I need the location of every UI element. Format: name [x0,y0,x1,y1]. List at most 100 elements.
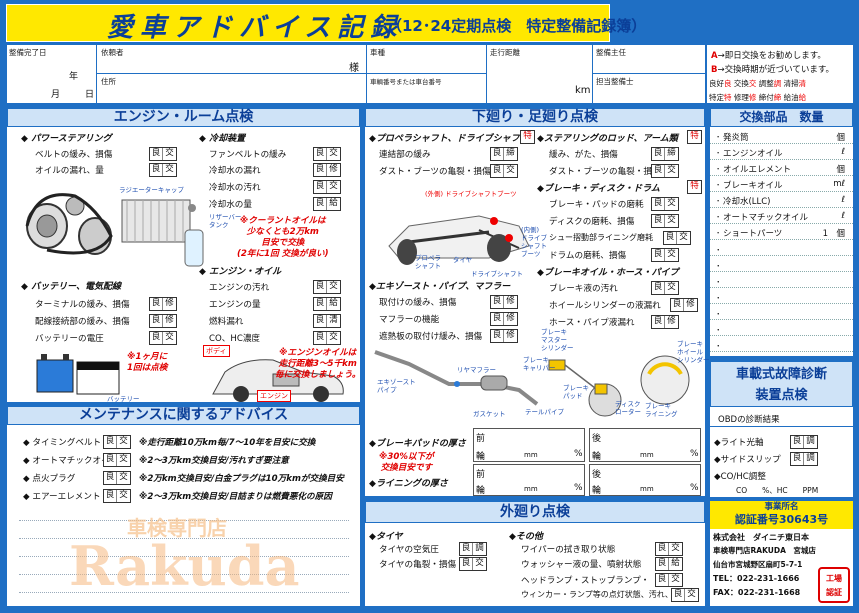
obd-result-row[interactable]: OBDの診断結果 [710,409,853,427]
date-cell[interactable]: 整備完了日 年 月 日 [7,45,97,103]
parts-row[interactable]: ･ [710,241,853,256]
st-item-2-box[interactable]: 良交 [651,164,679,178]
maint-row-3-box[interactable]: 良交 [103,471,131,485]
tech-cell[interactable]: 担当整備士 [593,74,707,103]
pad-rear-field[interactable]: 後 輪 mm % [589,428,701,462]
plate-cell[interactable]: 車輌番号または車台番号 [367,74,487,103]
part-unit: mℓ [833,179,845,189]
legend-a-mark: A [711,51,718,61]
parts-row[interactable]: ･ [710,337,853,352]
lining-front-field[interactable]: 前 輪 mm % [473,464,585,496]
obd-row-1-box[interactable]: 良調 [790,435,818,449]
obd-row-2-box[interactable]: 良調 [790,452,818,466]
memo-line[interactable] [19,556,349,557]
tire-item-1-box[interactable]: 良調 [459,542,487,556]
brake-item-3-box[interactable]: 良交 [663,231,691,245]
ex-item-3-box[interactable]: 良修 [490,329,518,343]
brake-special-box[interactable]: 特 [687,180,702,194]
ex-item-1-box[interactable]: 良修 [490,295,518,309]
st-special-box[interactable]: 特 [687,130,702,144]
bat-item-1-box[interactable]: 良修 [149,297,177,311]
parts-row[interactable]: ･ オイルエレメント個 [710,161,853,176]
vehicle-cell[interactable]: 車種 [367,45,487,74]
tire-item-2-box[interactable]: 良交 [459,557,487,571]
bo-title-text: ブレーキオイル・ホース・パイプ [543,268,679,278]
ex-item-2: マフラーの機能 [379,315,440,325]
parts-row[interactable]: ･ [710,305,853,320]
ps-item-2-box[interactable]: 良交 [149,163,177,177]
bat-item-2-box[interactable]: 良修 [149,314,177,328]
legend-code: 調 [773,79,782,88]
parts-row[interactable]: ･ [710,257,853,272]
cool-item-4-box[interactable]: 良給 [313,197,341,211]
memo-line[interactable] [19,538,349,539]
parts-row[interactable]: ･ 冷却水(LLC)ℓ [710,193,853,208]
wheel-label: 輪 [476,452,486,462]
tire-label: タイヤ [453,256,473,264]
prop-item-2-box[interactable]: 良交 [490,164,518,178]
legend-b-mark: B [711,65,718,75]
maint-row-1-box[interactable]: 良交 [103,435,131,449]
chief-cell[interactable]: 整備主任 [593,45,707,74]
memo-line[interactable] [19,592,349,593]
other-item-3: ヘッドランプ・ストップランプ・ [521,576,650,586]
memo-line[interactable] [19,520,349,521]
maint-row-3-note: ※2万km交換目安/白金プラグは10万kmが交換目安 [139,474,344,484]
memo-line[interactable] [19,574,349,575]
other-item-4-box[interactable]: 良交 [671,588,699,602]
bo-item-3-box[interactable]: 良修 [651,315,679,329]
eo-item-1-box[interactable]: 良交 [313,280,341,294]
pad-front-field[interactable]: 前 輪 mm % [473,428,585,462]
other-item-4: ウィンカー・ランプ等の点灯状態、汚れ、損傷 [521,590,689,599]
cool-item-2-box[interactable]: 良修 [313,163,341,177]
st-title-text: ステアリングのロッド、アーム類 [543,134,678,144]
maint-row-2-box[interactable]: 良交 [103,453,131,467]
other-item-1-box[interactable]: 良交 [655,542,683,556]
mileage-cell[interactable]: 走行距離 km [487,45,593,103]
brake-item-4-box[interactable]: 良交 [651,248,679,262]
ex-item-2-box[interactable]: 良修 [490,312,518,326]
eo-item-2-box[interactable]: 良給 [313,297,341,311]
parts-row[interactable]: ･ 発炎筒個 [710,129,853,144]
brake-item-2-box[interactable]: 良交 [651,214,679,228]
outer-heading: 外廻り点検 [365,501,705,523]
watermark-top: 車検専門店 [127,516,227,540]
ps-item-1-box[interactable]: 良交 [149,147,177,161]
brake-title-text: ブレーキ・ディスク・ドラム [543,184,660,194]
bat-title: ◆ バッテリー、電気配線 [21,282,121,292]
other-item-2-box[interactable]: 良給 [655,557,683,571]
prop-special-box[interactable]: 特 [520,130,535,144]
legend-code: 締 [773,93,782,102]
legend-text: 修理 [733,93,749,102]
client-cell[interactable]: 依頼者 様 [97,45,367,74]
brake-item-2: ディスクの磨耗、損傷 [549,217,635,227]
lining-rear-field[interactable]: 後 輪 mm % [589,464,701,496]
other-item-3-box[interactable]: 良交 [655,573,683,587]
ds-inner-label: (内側) ドライブ シャフト ブーツ [521,226,547,258]
tailpipe-label: テールパイプ [525,408,564,416]
eo-item-4-box[interactable]: 良交 [313,331,341,345]
bo-item-2-box[interactable]: 良修 [670,298,698,312]
st-item-1-box[interactable]: 良締 [651,147,679,161]
maint-row-4-box[interactable]: 良交 [103,489,131,503]
wheel-cylinder-label: ブレーキ ホイール シリンダー [677,340,710,364]
brake-item-1-box[interactable]: 良交 [651,197,679,211]
page-title: 愛車アドバイス記録 [107,13,404,43]
cool-item-3-box[interactable]: 良交 [313,180,341,194]
mileage-label: 走行距離 [490,48,520,57]
bat-item-3-box[interactable]: 良交 [149,331,177,345]
eo-item-3-box[interactable]: 良清 [313,314,341,328]
prop-item-1-box[interactable]: 良締 [490,147,518,161]
bat-item-3: バッテリーの電圧 [35,334,104,344]
cool-item-1-box[interactable]: 良交 [313,147,341,161]
parts-row[interactable]: ･ [710,289,853,304]
address-cell[interactable]: 住所 [97,74,367,103]
parts-row[interactable]: ･ [710,273,853,288]
bo-item-1-box[interactable]: 良交 [651,281,679,295]
parts-row[interactable]: ･ [710,321,853,336]
